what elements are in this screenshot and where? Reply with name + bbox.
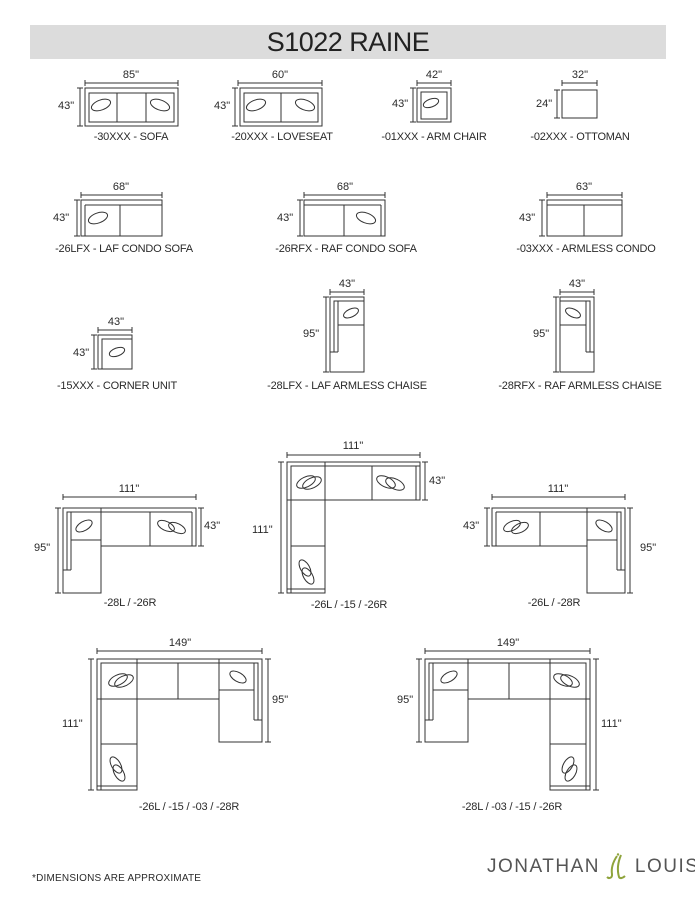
armchair-depth: 43" bbox=[392, 98, 409, 110]
sectional-5-drawing bbox=[416, 648, 599, 791]
armless-condo-label: -03XXX - ARMLESS CONDO bbox=[516, 243, 656, 255]
laf-condo-width: 68" bbox=[112, 181, 130, 193]
page-title: S1022 RAINE bbox=[266, 27, 430, 57]
sofa-depth: 43" bbox=[58, 100, 75, 112]
corner-width: 43" bbox=[107, 316, 125, 328]
ottoman-label: -02XXX - OTTOMAN bbox=[530, 131, 630, 143]
sectional-5-width: 149" bbox=[496, 637, 520, 649]
raf-chaise-drawing bbox=[553, 289, 595, 373]
sectional-1-width: 111" bbox=[118, 483, 140, 495]
ottoman-width: 32" bbox=[571, 69, 589, 81]
loveseat-depth: 43" bbox=[214, 100, 231, 112]
sectional-4-left-length: 111" bbox=[62, 718, 83, 730]
armchair-width: 42" bbox=[425, 69, 443, 81]
armless-condo-depth: 43" bbox=[519, 212, 536, 224]
sectional-5-left-length: 95" bbox=[397, 694, 414, 706]
title-bar: S1022 RAINE bbox=[30, 25, 666, 59]
laf-chaise-width: 43" bbox=[338, 278, 356, 290]
sectional-5-right-length: 111" bbox=[601, 718, 622, 730]
sectional-2-label: -26L / -15 / -26R bbox=[310, 599, 388, 611]
brand-logo: JONATHAN LOUIS bbox=[487, 852, 695, 882]
raf-chaise-width: 43" bbox=[568, 278, 586, 290]
armchair-label: -01XXX - ARM CHAIR bbox=[381, 131, 487, 143]
loveseat-width: 60" bbox=[271, 69, 289, 81]
sectional-2-drawing bbox=[278, 452, 428, 594]
sectional-1-length: 95" bbox=[34, 542, 51, 554]
armless-condo-drawing bbox=[539, 192, 623, 237]
loveseat-label: -20XXX - LOVESEAT bbox=[231, 131, 333, 143]
corner-label: -15XXX - CORNER UNIT bbox=[56, 380, 178, 392]
raf-condo-label: -26RFX - RAF CONDO SOFA bbox=[275, 243, 417, 255]
laf-chaise-label: -28LFX - LAF ARMLESS CHAISE bbox=[267, 380, 427, 392]
raf-condo-depth: 43" bbox=[277, 212, 294, 224]
loveseat-drawing bbox=[232, 80, 323, 127]
laf-condo-drawing bbox=[74, 192, 163, 237]
sectional-4-width: 149" bbox=[168, 637, 192, 649]
sectional-3-label: -26L / -28R bbox=[527, 597, 581, 609]
sofa-width: 85" bbox=[122, 69, 140, 81]
raf-chaise-label: -28RFX - RAF ARMLESS CHAISE bbox=[498, 380, 662, 392]
sectional-1-label: -28L / -26R bbox=[103, 597, 157, 609]
sectional-5-label: -28L / -03 / -15 / -26R bbox=[461, 801, 563, 813]
laf-chaise-depth: 95" bbox=[303, 328, 320, 340]
ottoman-depth: 24" bbox=[536, 98, 553, 110]
sectional-4-drawing bbox=[88, 648, 271, 791]
dimensions-footnote: *DIMENSIONS ARE APPROXIMATE bbox=[32, 873, 202, 884]
sectional-3-width: 111" bbox=[547, 483, 569, 495]
sectional-1-drawing bbox=[55, 494, 204, 594]
brand-name-right: LOUIS bbox=[634, 856, 695, 877]
sectional-3-drawing bbox=[484, 494, 633, 594]
sectional-2-width: 111" bbox=[342, 440, 364, 452]
sectional-4-right-length: 95" bbox=[272, 694, 289, 706]
sectional-2-depth: 43" bbox=[429, 475, 446, 487]
ottoman-drawing bbox=[554, 80, 598, 119]
armless-condo-width: 63" bbox=[575, 181, 593, 193]
raf-condo-drawing bbox=[297, 192, 386, 237]
sofa-label: -30XXX - SOFA bbox=[93, 131, 169, 143]
corner-depth: 43" bbox=[73, 347, 90, 359]
laf-condo-label: -26LFX - LAF CONDO SOFA bbox=[55, 243, 193, 255]
raf-chaise-depth: 95" bbox=[533, 328, 550, 340]
corner-unit-drawing bbox=[91, 327, 133, 370]
sectional-2-length: 111" bbox=[252, 524, 273, 536]
armchair-drawing bbox=[410, 80, 452, 123]
brand-name-left: JONATHAN bbox=[487, 856, 600, 877]
sectional-1-depth: 43" bbox=[204, 520, 221, 532]
raf-condo-width: 68" bbox=[336, 181, 354, 193]
sofa-drawing bbox=[77, 80, 179, 127]
sectional-3-length: 95" bbox=[640, 542, 657, 554]
laf-chaise-drawing bbox=[323, 289, 365, 373]
jl-monogram-icon bbox=[606, 853, 627, 880]
sectional-3-depth: 43" bbox=[463, 520, 480, 532]
laf-condo-depth: 43" bbox=[53, 212, 70, 224]
sectional-4-label: -26L / -15 / -03 / -28R bbox=[138, 801, 240, 813]
